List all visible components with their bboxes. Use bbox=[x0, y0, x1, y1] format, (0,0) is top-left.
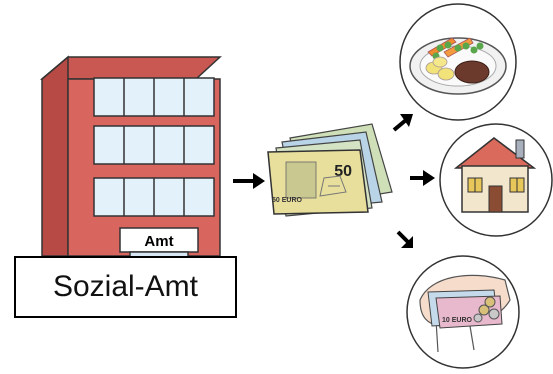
arrow-icon bbox=[396, 230, 413, 248]
pocket-banknote-label: 10 EURO bbox=[442, 317, 473, 324]
food-plate-icon bbox=[399, 3, 517, 121]
cash-in-hand-icon: 10 EURO bbox=[406, 255, 520, 369]
banknote-value: 50 bbox=[334, 163, 352, 180]
building-sign-label: Amt bbox=[144, 233, 173, 250]
banknote-small-label: 50 EURO bbox=[272, 197, 303, 204]
house-icon bbox=[439, 123, 553, 237]
arrow-icon bbox=[392, 114, 413, 132]
caption-label: Sozial-Amt bbox=[52, 270, 199, 303]
money-icon: 50 50 EURO bbox=[267, 123, 393, 217]
arrow-icon bbox=[233, 173, 265, 189]
arrow-icon bbox=[410, 170, 435, 186]
building-icon: Amt bbox=[39, 55, 222, 263]
caption-box: Sozial-Amt bbox=[14, 256, 237, 318]
